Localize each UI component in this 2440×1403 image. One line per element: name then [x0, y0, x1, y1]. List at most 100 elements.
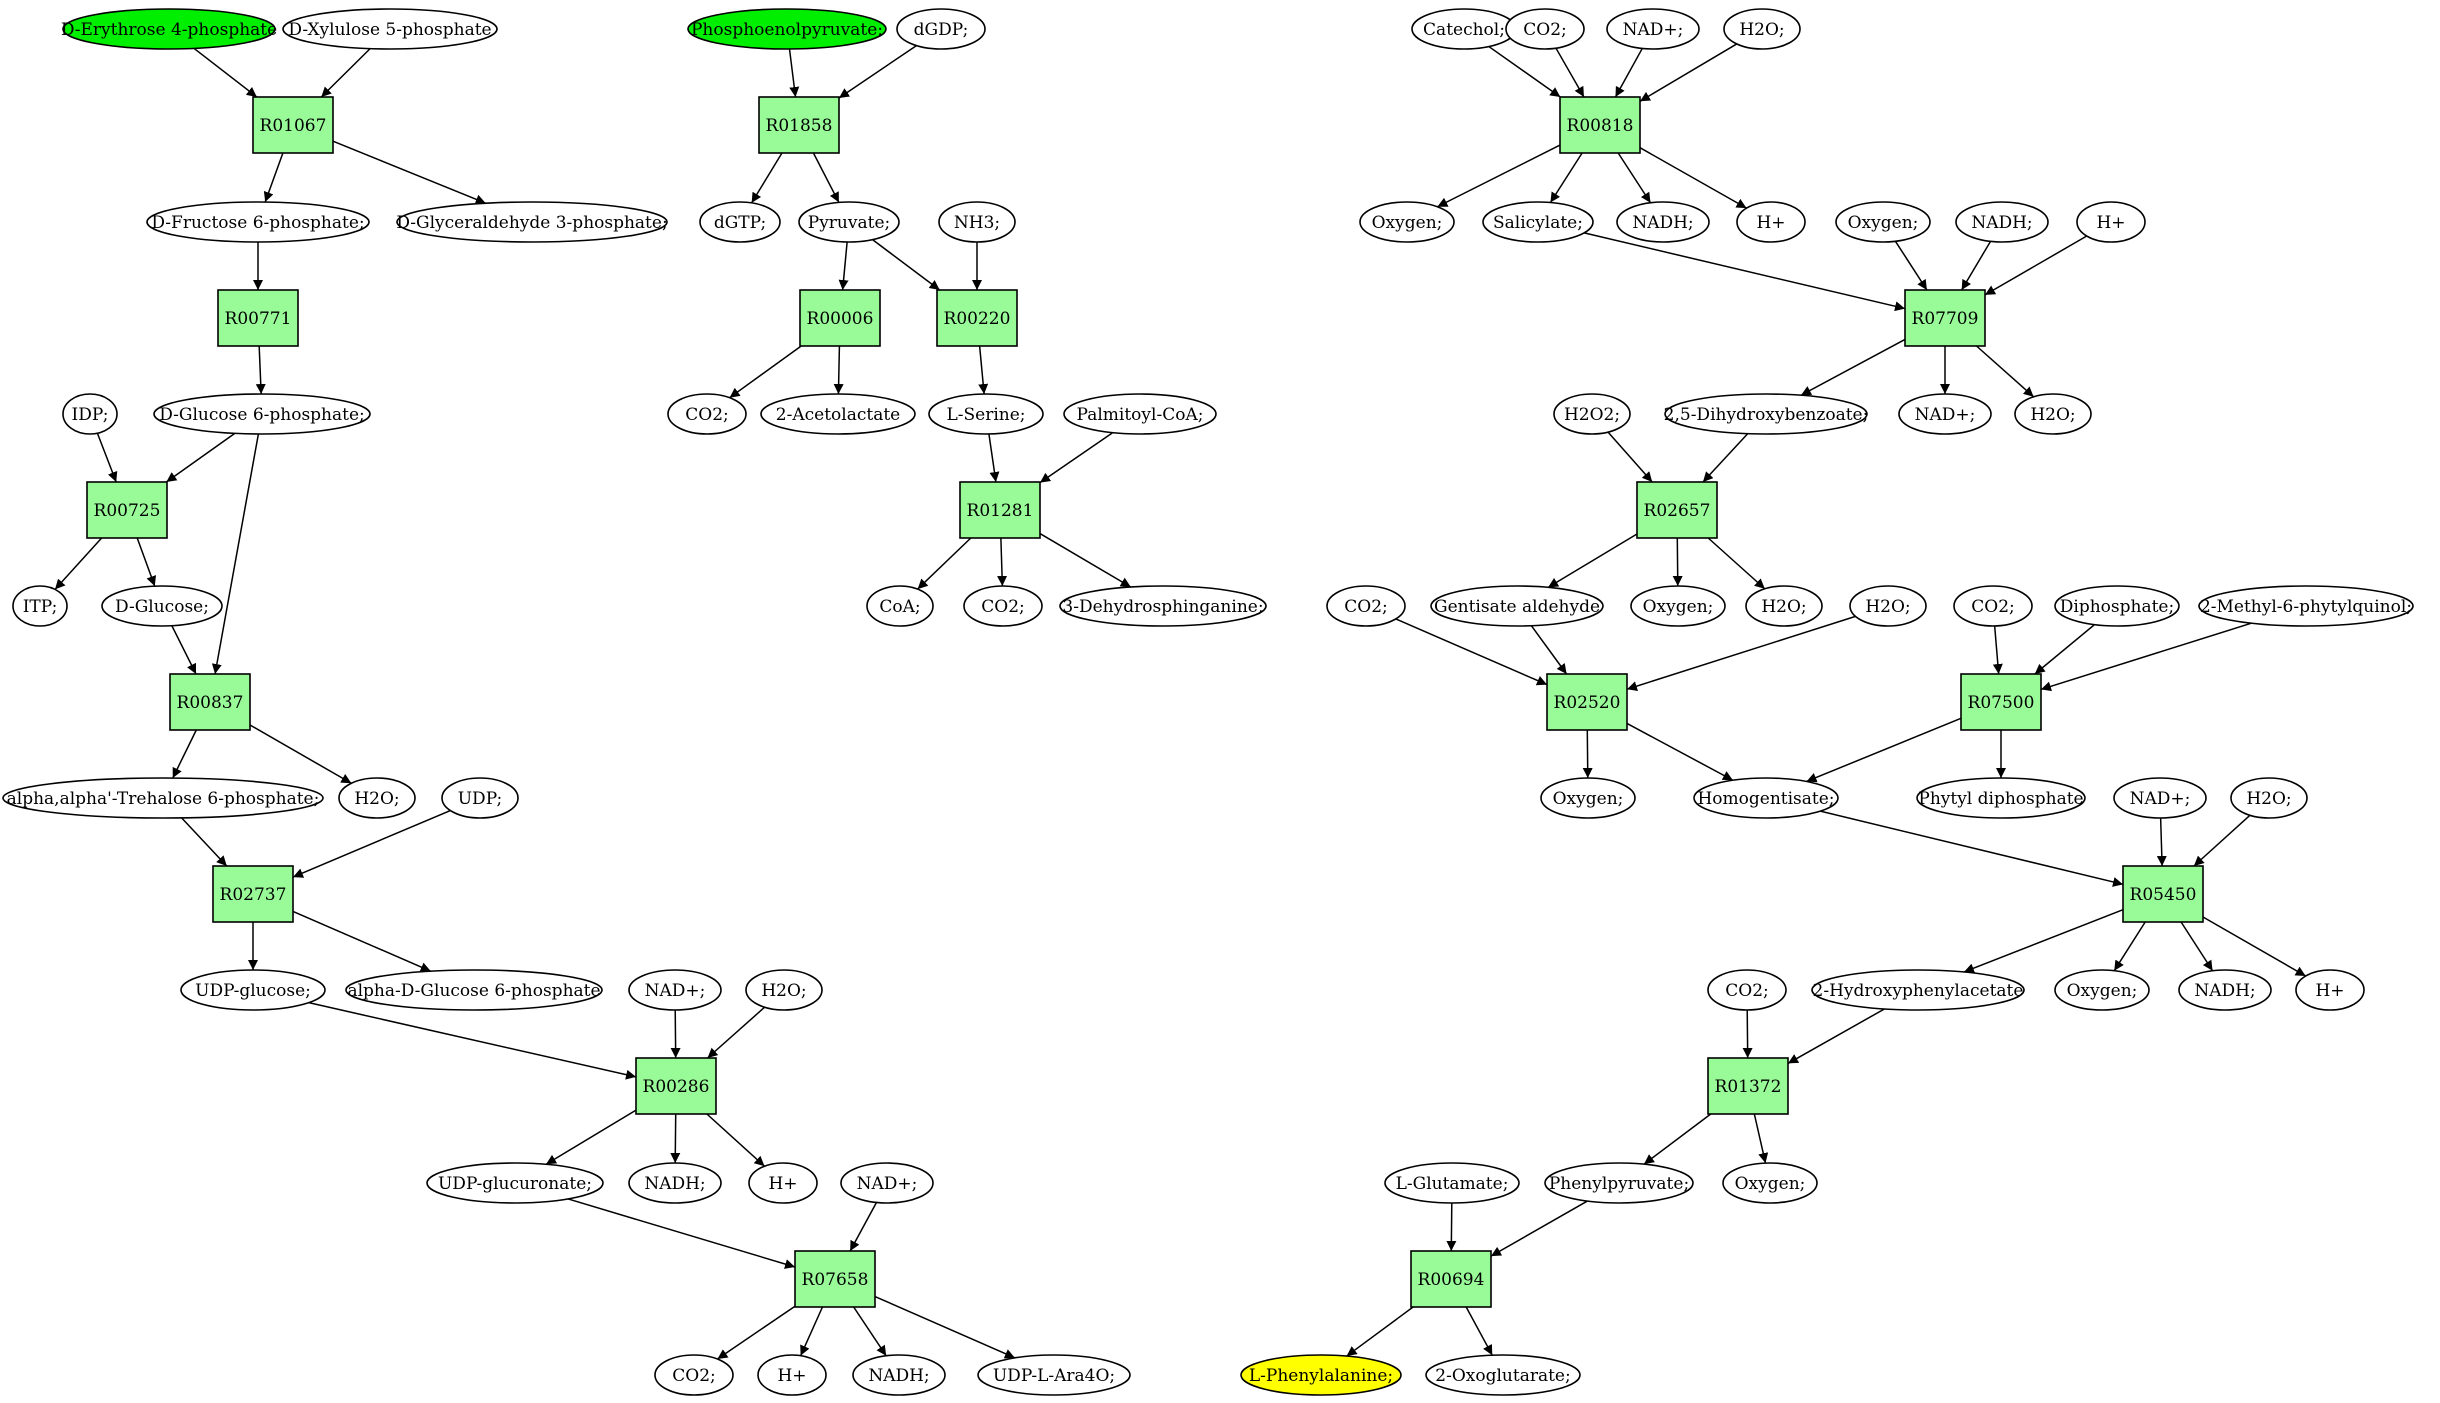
edge-r07500-to-homogentisate — [1806, 717, 1962, 783]
node-label: NAD+; — [1915, 405, 1976, 425]
node-label: R07658 — [802, 1270, 869, 1290]
node-label: R02737 — [220, 885, 287, 905]
node-label: H2O; — [2246, 789, 2291, 809]
edge-r01281-to-coa — [917, 537, 972, 590]
node-label: R01281 — [967, 501, 1034, 521]
compound-node-udp-glucuronate: UDP-glucuronate; — [426, 1162, 604, 1204]
edge-r00818-to-salicylate — [1549, 152, 1583, 203]
edge-2-hydroxyphenylacetate-to-r01372 — [1787, 1008, 1885, 1065]
node-label: Palmitoyl-CoA; — [1077, 405, 1204, 425]
compound-node-palmitoyl-coa: Palmitoyl-CoA; — [1063, 393, 1217, 435]
node-label: R05450 — [2130, 885, 2197, 905]
compound-node-nad: NAD+; — [2113, 777, 2207, 819]
compound-node-2-hydroxyphenylacetate: 2-Hydroxyphenylacetate — [1811, 969, 2025, 1011]
edge-co2-to-r01372 — [1742, 1009, 1753, 1059]
node-label: CO2; — [1971, 597, 2015, 617]
edge-pyruvate-to-r00006 — [838, 241, 849, 291]
edge-r07658-to-h — [799, 1306, 824, 1356]
compound-node-d-glyceraldehyde-3-phosphate: D-Glyceraldehyde 3-phosphate; — [396, 201, 668, 243]
node-label: ITP; — [23, 597, 58, 617]
node-label: R00006 — [807, 309, 874, 329]
node-label: Oxygen; — [1643, 597, 1714, 617]
node-label: UDP-glucose; — [195, 981, 311, 1001]
compound-node-h2o2: H2O2; — [1553, 393, 1631, 435]
edge-r02657-to-gentisate-aldehyde — [1547, 533, 1638, 588]
node-label: H2O2; — [1564, 405, 1620, 425]
node-label: R01372 — [1715, 1077, 1782, 1097]
node-label: 2-Hydroxyphenylacetate — [1813, 981, 2024, 1001]
edge-phenylpyruvate-to-r00694 — [1490, 1200, 1588, 1257]
compound-node-h: H+ — [757, 1354, 827, 1396]
edge-r00725-to-itp — [54, 537, 103, 590]
compound-node-l-glutamate: L-Glutamate; — [1384, 1162, 1520, 1204]
compound-node-udp-l-ara4o: UDP-L-Ara4O; — [977, 1354, 1131, 1396]
node-label: R00818 — [1567, 116, 1634, 136]
node-label: CO2; — [1523, 20, 1567, 40]
compound-node-alpha-d-glucose-6-phosphate: alpha-D-Glucose 6-phosphate — [345, 969, 603, 1011]
edge-salicylate-to-r07709 — [1583, 232, 1906, 312]
compound-node-dgdp: dGDP; — [896, 8, 986, 50]
node-label: Diphosphate; — [2060, 597, 2174, 617]
node-label: NAD+; — [1623, 20, 1684, 40]
compound-node-h: H+ — [2295, 969, 2365, 1011]
edges-layer — [54, 43, 2307, 1360]
compound-node-h2o: H2O; — [1849, 585, 1927, 627]
node-label: L-Phenylalanine; — [1249, 1366, 1393, 1386]
compound-node-3-dehydrosphinganine: 3-Dehydrosphinganine; — [1059, 585, 1267, 627]
compound-node-d-glucose-6-phosphate: D-Glucose 6-phosphate; — [153, 393, 371, 435]
node-label: D-Glucose 6-phosphate; — [159, 405, 365, 425]
reaction-node-r01281: R01281 — [959, 481, 1041, 539]
node-label: alpha,alpha'-Trehalose 6-phosphate; — [7, 789, 320, 809]
node-label: D-Xylulose 5-phosphate — [288, 20, 491, 40]
node-label: R02520 — [1554, 693, 1621, 713]
node-label: H2O; — [1761, 597, 1806, 617]
compound-node-alpha-alpha-trehalose-6-phosphate: alpha,alpha'-Trehalose 6-phosphate; — [2, 777, 324, 819]
edge-r01372-to-phenylpyruvate — [1643, 1113, 1712, 1165]
reaction-node-r05450: R05450 — [2122, 865, 2204, 923]
edge-co2-to-r00818 — [1555, 47, 1585, 98]
compound-node-nad: NAD+; — [628, 969, 722, 1011]
edge-r02657-to-oxygen — [1672, 537, 1683, 587]
node-label: 2,5-Dihydroxybenzoate; — [1664, 405, 1869, 425]
edge-nad-to-r05450 — [2156, 817, 2167, 867]
node-label: Oxygen; — [1553, 789, 1624, 809]
node-label: NAD+; — [857, 1174, 918, 1194]
node-label: Oxygen; — [1735, 1174, 1806, 1194]
start-compound-d-erythrose-4-phosphate: D-Erythrose 4-phosphate — [61, 8, 277, 50]
edge-r07658-to-udp-l-ara4o — [874, 1295, 1016, 1359]
node-label: CO2; — [685, 405, 729, 425]
edge-pyruvate-to-r00220 — [872, 239, 941, 291]
compound-node-catechol: Catechol; — [1411, 8, 1517, 50]
node-label: D-Erythrose 4-phosphate — [61, 20, 277, 40]
node-label: UDP-glucuronate; — [438, 1174, 592, 1194]
compound-node-oxygen: Oxygen; — [1540, 777, 1636, 819]
compound-node-oxygen: Oxygen; — [1722, 1162, 1818, 1204]
edge-h2o-to-r00286 — [707, 1006, 766, 1059]
node-label: R00725 — [94, 501, 161, 521]
compound-node-d-xylulose-5-phosphate: D-Xylulose 5-phosphate — [282, 8, 498, 50]
node-label: H+ — [768, 1174, 797, 1194]
compound-node-coa: CoA; — [866, 585, 934, 627]
edge-co2-to-r02520 — [1395, 618, 1548, 686]
edge-d-xylulose-5-phosphate-to-r01067 — [320, 48, 371, 98]
compound-node-oxygen: Oxygen; — [2054, 969, 2150, 1011]
target-compound-l-phenylalanine: L-Phenylalanine; — [1240, 1354, 1402, 1396]
edge-r00286-to-h — [706, 1113, 765, 1167]
compound-node-2-oxoglutarate: 2-Oxoglutarate; — [1425, 1354, 1581, 1396]
edge-r00837-to-h2o — [249, 724, 352, 784]
edge-r00771-to-d-glucose-6-phosphate — [255, 345, 266, 395]
compound-node-h2o: H2O; — [1745, 585, 1823, 627]
edge-r01858-to-dgtp — [750, 152, 783, 204]
edge-catechol-to-r00818 — [1488, 45, 1561, 98]
compound-node-co2: CO2; — [1326, 585, 1406, 627]
node-label: NADH; — [1632, 213, 1693, 233]
compound-node-co2: CO2; — [1707, 969, 1787, 1011]
edge-r07709-to-h2o — [1976, 345, 2035, 398]
compound-node-salicylate: Salicylate; — [1482, 201, 1594, 243]
compound-node-oxygen: Oxygen; — [1630, 585, 1726, 627]
edge-r00694-to-2-oxoglutarate — [1465, 1306, 1493, 1356]
node-label: CO2; — [1344, 597, 1388, 617]
node-label: D-Glucose; — [115, 597, 209, 617]
node-label: R00771 — [225, 309, 292, 329]
node-label: R01858 — [766, 116, 833, 136]
